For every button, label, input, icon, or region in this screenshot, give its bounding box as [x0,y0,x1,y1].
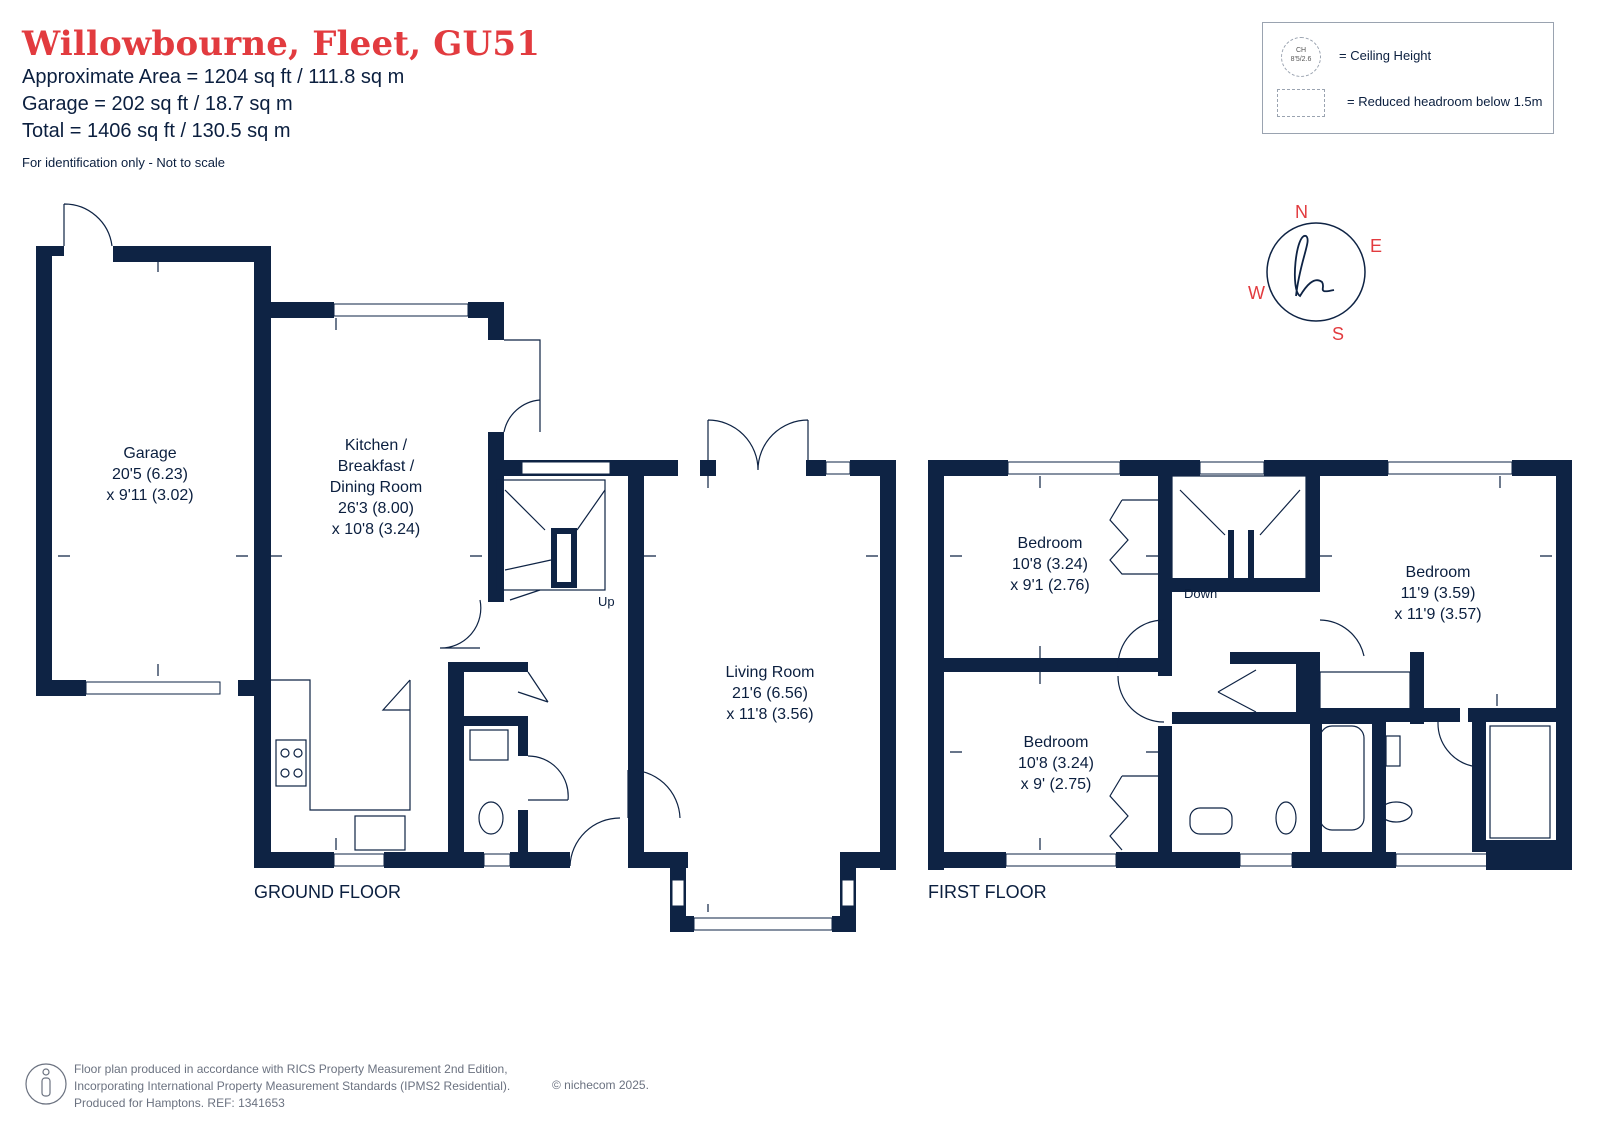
svg-text:Living Room: Living Room [726,664,815,681]
measurement-standard-icon [25,1063,67,1105]
svg-text:Bedroom: Bedroom [1018,535,1083,552]
ground-floor-plan [36,203,896,932]
reduced-headroom-label: = Reduced headroom below 1.5m [1347,94,1543,109]
footer-line-1: Floor plan produced in accordance with R… [74,1062,508,1076]
approximate-area: Approximate Area = 1204 sq ft / 111.8 sq… [22,66,405,88]
ceiling-icon-line1: CH [1295,47,1307,54]
svg-text:x 10'8 (3.24): x 10'8 (3.24) [332,521,420,538]
svg-text:x 11'8 (3.56): x 11'8 (3.56) [726,706,813,723]
ceiling-icon-line2: 8'5/2.6 [1290,56,1312,63]
legend-box: CH 8'5/2.6 = Ceiling Height = Reduced he… [1262,22,1554,134]
compass-west: W [1248,283,1265,303]
svg-text:11'9 (3.59): 11'9 (3.59) [1401,585,1476,602]
footer-notes: Floor plan produced in accordance with R… [74,1061,510,1112]
svg-text:10'8 (3.24): 10'8 (3.24) [1018,755,1094,772]
svg-text:x 11'9 (3.57): x 11'9 (3.57) [1394,606,1481,623]
compass-rose: N E S W [1248,202,1382,344]
svg-text:Kitchen /: Kitchen / [345,437,408,454]
svg-text:x 9'1 (2.76): x 9'1 (2.76) [1010,577,1090,594]
label-bedroom-3: Bedroom 11'9 (3.59) x 11'9 (3.57) [1394,564,1481,623]
compass-south: S [1332,324,1344,344]
reduced-headroom-icon [1277,89,1325,117]
stairs-up-label: Up [598,594,615,609]
total-area: Total = 1406 sq ft / 130.5 sq m [22,120,291,142]
first-floor-label: FIRST FLOOR [928,882,1047,902]
ground-floor-label: GROUND FLOOR [254,882,401,902]
svg-text:x 9'11 (3.02): x 9'11 (3.02) [106,487,193,504]
logo-mark [1293,235,1335,298]
compass-east: E [1370,236,1382,256]
label-kitchen: Kitchen / Breakfast / Dining Room 26'3 (… [330,437,422,538]
scale-note: For identification only - Not to scale [22,155,226,170]
svg-text:Bedroom: Bedroom [1024,734,1089,751]
svg-text:10'8 (3.24): 10'8 (3.24) [1012,556,1088,573]
first-floor-plan [928,460,1572,870]
label-bedroom-2: Bedroom 10'8 (3.24) x 9' (2.75) [1018,734,1094,793]
label-garage: Garage 20'5 (6.23) x 9'11 (3.02) [106,445,193,504]
svg-text:x 9' (2.75): x 9' (2.75) [1021,776,1092,793]
footer-line-3: Produced for Hamptons. REF: 1341653 [74,1096,285,1110]
label-bedroom-1: Bedroom 10'8 (3.24) x 9'1 (2.76) [1010,535,1090,594]
label-living-room: Living Room 21'6 (6.56) x 11'8 (3.56) [726,664,815,723]
garage-area: Garage = 202 sq ft / 18.7 sq m [22,93,293,115]
footer-line-2: Incorporating International Property Mea… [74,1079,511,1093]
compass-north: N [1295,202,1308,222]
svg-text:Breakfast /: Breakfast / [338,458,415,475]
stairs-down-label: Down [1184,586,1217,601]
svg-text:Dining Room: Dining Room [330,479,422,496]
svg-text:20'5 (6.23): 20'5 (6.23) [112,466,188,483]
svg-text:26'3 (8.00): 26'3 (8.00) [338,500,414,517]
svg-text:Garage: Garage [123,445,176,462]
page-title: Willowbourne, Fleet, GU51 [22,24,541,64]
ceiling-height-icon: CH 8'5/2.6 [1281,37,1321,77]
svg-text:Bedroom: Bedroom [1406,564,1471,581]
ceiling-height-label: = Ceiling Height [1339,48,1432,63]
svg-text:21'6 (6.56): 21'6 (6.56) [732,685,808,702]
copyright: © nichecom 2025. [552,1078,649,1092]
